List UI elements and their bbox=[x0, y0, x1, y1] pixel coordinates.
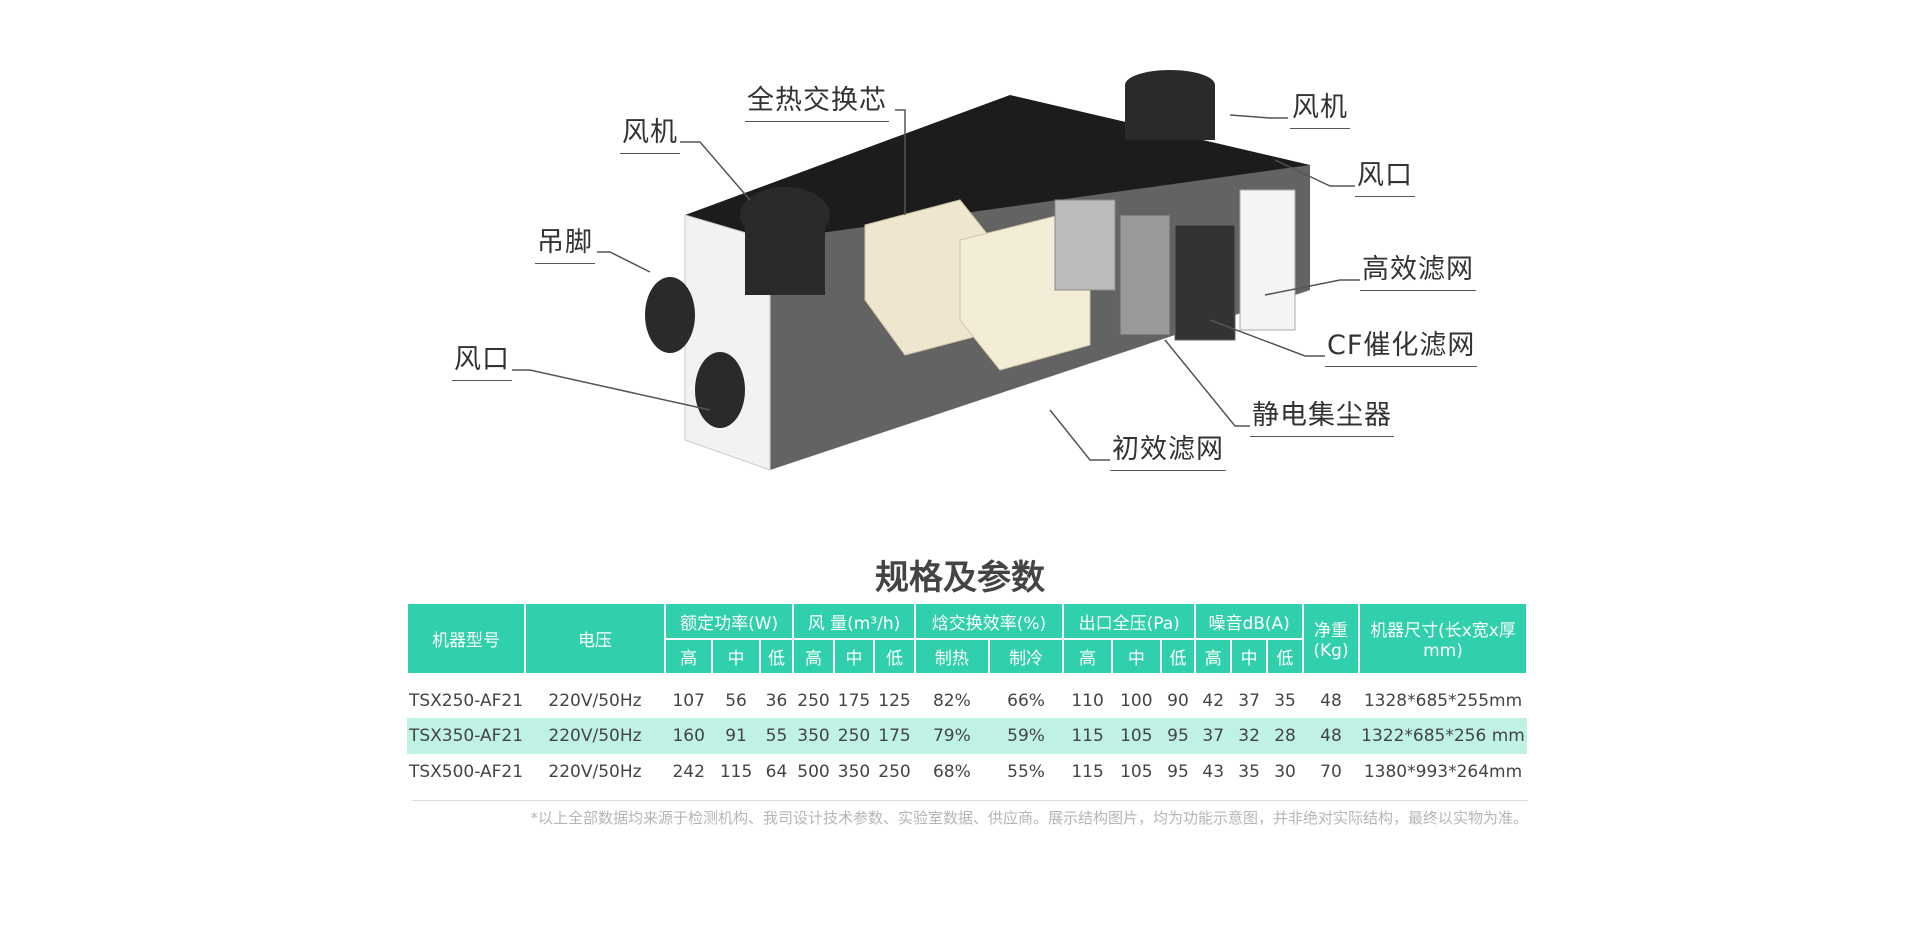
subheader-cell: 中 bbox=[711, 639, 761, 675]
header-power: 额定功率(W) bbox=[663, 604, 795, 640]
table-cell: 175 bbox=[837, 690, 871, 711]
subheader-cell: 中 bbox=[832, 639, 876, 675]
subheader-cell: 低 bbox=[1266, 639, 1304, 675]
table-cell: 95 bbox=[1167, 762, 1189, 782]
header-airflow: 风 量(m³/h) bbox=[792, 604, 916, 640]
table-cell: 250 bbox=[878, 762, 911, 782]
table-cell: TSX250-AF21 bbox=[408, 690, 524, 711]
table-cell: 1380*993*264mm bbox=[1363, 762, 1523, 782]
table-cell: 37 bbox=[1195, 718, 1232, 754]
label-hepa-filter: 高效滤网 bbox=[1360, 247, 1476, 291]
subheader-cell: 高 bbox=[792, 639, 835, 675]
header-efficiency: 焓交换效率(%) bbox=[913, 604, 1065, 640]
label-vent-left: 风口 bbox=[452, 337, 512, 381]
label-fan-left: 风机 bbox=[620, 110, 680, 154]
subheader-cell: 高 bbox=[1194, 639, 1233, 675]
table-cell: 175 bbox=[874, 718, 915, 754]
table-cell: TSX500-AF21 bbox=[408, 762, 524, 782]
table-cell: 59% bbox=[988, 718, 1064, 754]
subheader-cell: 中 bbox=[1230, 639, 1269, 675]
subheader-cell: 低 bbox=[758, 639, 795, 675]
table-cell: 1322*685*256 mm bbox=[1359, 718, 1527, 754]
table-row: TSX500-AF21 220V/50Hz 242 115 64 500 350 250 68%… bbox=[407, 754, 1527, 790]
table-cell: 43 bbox=[1202, 762, 1225, 782]
table-row: TSX250-AF21 220V/50Hz 107 56 36 250 175 125 82% 6… bbox=[407, 674, 1527, 718]
table-cell: 125 bbox=[878, 690, 911, 711]
table-cell: 42 bbox=[1202, 690, 1225, 711]
table-cell: 115 bbox=[1063, 718, 1112, 754]
table-cell: 250 bbox=[797, 690, 830, 711]
table-cell: 220V/50Hz bbox=[548, 690, 642, 711]
table-cell: 115 bbox=[1071, 762, 1104, 782]
table-cell: 350 bbox=[793, 718, 834, 754]
subheader-cell: 低 bbox=[1159, 639, 1197, 675]
table-cell: 48 bbox=[1303, 718, 1359, 754]
label-vent-right: 风口 bbox=[1355, 153, 1415, 197]
table-cell: 30 bbox=[1274, 762, 1296, 782]
table-cell: 36 bbox=[765, 690, 788, 711]
header-weight: 净重(Kg) bbox=[1302, 604, 1360, 675]
table-cell: 82% bbox=[932, 690, 971, 711]
table-cell: 28 bbox=[1267, 718, 1303, 754]
table-cell: 107 bbox=[672, 690, 705, 711]
table-cell: 55 bbox=[759, 718, 794, 754]
disclaimer-note: *以上全部数据均来源于检测机构、我司设计技术参数、实验室数据、供应商。展示结构图… bbox=[412, 800, 1528, 828]
table-cell: 91 bbox=[712, 718, 760, 754]
table-cell: 110 bbox=[1071, 690, 1104, 711]
ventilator-cutaway-illustration bbox=[512, 70, 1360, 471]
header-model: 机器型号 bbox=[406, 604, 526, 675]
table-cell: 56 bbox=[725, 690, 747, 711]
label-heat-exchange-core: 全热交换芯 bbox=[745, 78, 889, 122]
spec-table: 机器型号 电压 额定功率(W) 风 量(m³/h) 焓交换效率(%) 出口全压(… bbox=[406, 604, 1528, 790]
table-cell: 66% bbox=[1007, 690, 1045, 711]
table-cell: 95 bbox=[1160, 718, 1196, 754]
subheader-cell: 高 bbox=[663, 639, 714, 675]
label-hanger: 吊脚 bbox=[535, 220, 595, 264]
subheader-cell: 制热 bbox=[913, 639, 990, 675]
header-size: 机器尺寸(长x宽x厚mm) bbox=[1358, 604, 1528, 675]
label-cf-catalytic-filter: CF催化滤网 bbox=[1325, 323, 1478, 367]
table-cell: 242 bbox=[672, 762, 705, 782]
table-cell: 105 bbox=[1120, 762, 1153, 782]
table-cell: 350 bbox=[837, 762, 871, 782]
table-cell: 115 bbox=[719, 762, 753, 782]
subheader-cell: 制冷 bbox=[987, 639, 1065, 675]
table-cell: 220V/50Hz bbox=[525, 718, 665, 754]
subheader-cell: 高 bbox=[1062, 639, 1113, 675]
section-title: 规格及参数 bbox=[875, 558, 1045, 598]
table-cell: 68% bbox=[932, 762, 971, 782]
table-cell: 64 bbox=[765, 762, 788, 782]
table-cell: 250 bbox=[833, 718, 875, 754]
table-cell: 160 bbox=[665, 718, 713, 754]
table-cell: 35 bbox=[1238, 762, 1260, 782]
label-electrostatic-collector: 静电集尘器 bbox=[1250, 393, 1394, 437]
subheader-cell: 中 bbox=[1110, 639, 1162, 675]
table-cell: 1328*685*255mm bbox=[1363, 690, 1523, 711]
header-pressure: 出口全压(Pa) bbox=[1062, 604, 1197, 640]
table-cell: 90 bbox=[1167, 690, 1189, 711]
table-cell: 105 bbox=[1111, 718, 1161, 754]
label-fan-right: 风机 bbox=[1290, 85, 1350, 129]
header-voltage: 电压 bbox=[524, 604, 666, 675]
table-cell: TSX350-AF21 bbox=[407, 718, 525, 754]
table-cell: 100 bbox=[1120, 690, 1153, 711]
table-cell: 220V/50Hz bbox=[548, 762, 642, 782]
table-cell: 48 bbox=[1320, 690, 1342, 711]
table-cell: 70 bbox=[1320, 762, 1342, 782]
label-primary-filter: 初效滤网 bbox=[1110, 427, 1226, 471]
header-noise: 噪音dB(A) bbox=[1194, 604, 1304, 640]
table-cell: 55% bbox=[1007, 762, 1045, 782]
subheader-cell: 低 bbox=[873, 639, 916, 675]
table-cell: 32 bbox=[1231, 718, 1268, 754]
table-cell: 79% bbox=[914, 718, 989, 754]
table-cell: 500 bbox=[797, 762, 830, 782]
table-cell: 37 bbox=[1238, 690, 1260, 711]
table-cell: 35 bbox=[1274, 690, 1296, 711]
